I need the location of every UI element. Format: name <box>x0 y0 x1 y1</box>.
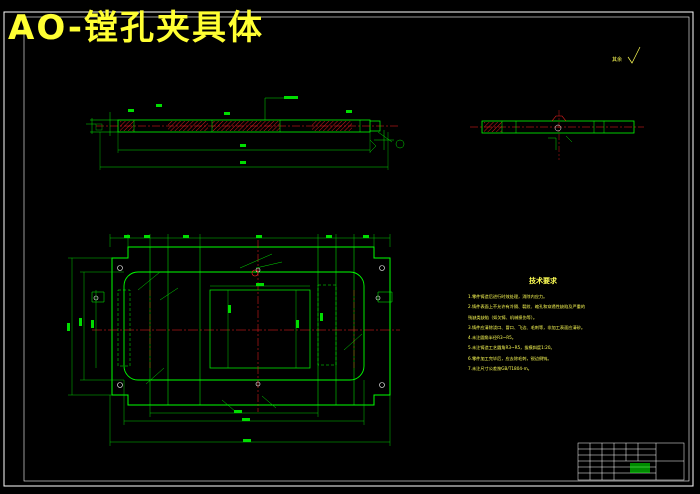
requirement-line: 7.未注尺寸公差按GB/T1804-m。 <box>468 366 532 372</box>
plan-dimensions <box>67 234 391 446</box>
requirement-line: 2.铸件表面上不允许有冷隔、裂纹、缩孔和穿透性缺陷及严重的 <box>468 304 586 310</box>
side-view <box>470 110 644 160</box>
requirement-line: 5.未注铸造工艺圆角R3~R5，拔模斜度1:20。 <box>468 345 555 351</box>
roughness-note: 其余 <box>612 56 622 63</box>
plan-view-outline <box>111 246 391 406</box>
title-block <box>577 442 685 481</box>
sheet-inner-border <box>23 16 690 482</box>
plan-view-window <box>209 289 311 369</box>
plan-view-pocket <box>123 271 365 381</box>
plan-view <box>91 240 400 413</box>
requirement-line: 4.未注圆角半径R3~R5。 <box>468 335 516 341</box>
requirement-line: 残缺类缺陷（如欠铸、机械损伤等）。 <box>468 314 538 320</box>
requirement-line: 6.零件加工完毕后，应去除毛刺，锐边倒钝。 <box>468 355 552 361</box>
roughness-symbol <box>627 46 641 64</box>
drawing-title: AO-镗孔夹具体 <box>8 8 264 48</box>
front-view <box>86 96 405 170</box>
technical-requirements-heading: 技术要求 <box>529 277 557 285</box>
sheet-border <box>3 11 694 487</box>
technical-requirements: 技术要求 1.零件铸造后进行时效处理，消除内应力。 2.铸件表面上不允许有冷隔、… <box>468 276 618 374</box>
requirement-line: 3.铸件应清除浇口、冒口、飞边、毛刺等，非加工表面应清砂。 <box>468 324 586 330</box>
requirement-line: 1.零件铸造后进行时效处理，消除内应力。 <box>468 294 548 299</box>
